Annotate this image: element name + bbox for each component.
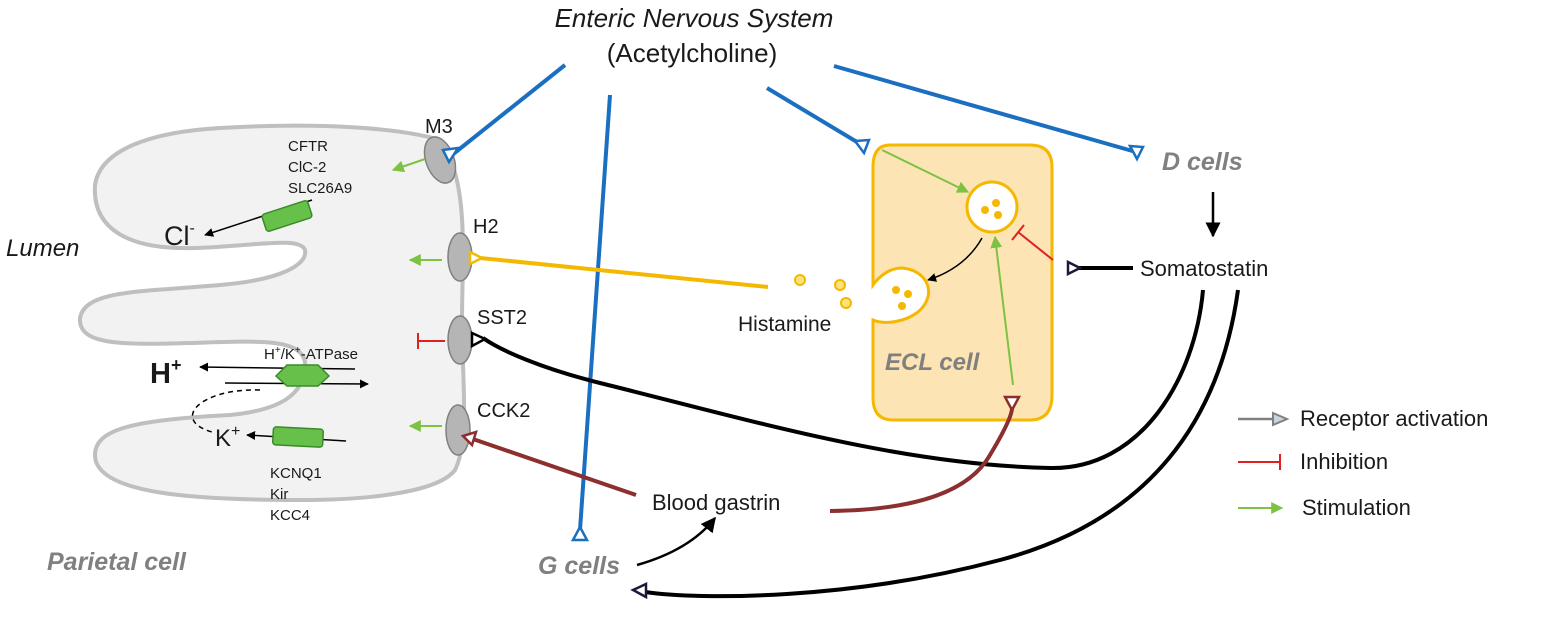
k-channel-transporter [271,426,325,448]
histamine-vesicle [965,180,1019,234]
atpase-transporter [274,364,331,387]
k-recycling-dashed-arrow [191,389,261,433]
legend-receptor-label: Receptor activation [1300,406,1488,431]
somatostatin-ecl-receptor-terminal [1066,259,1083,277]
vesicle-granule [981,206,989,214]
g-cells-to-gastrin-arrow [636,516,716,567]
m3-stimulation-arrow [391,158,426,173]
somatostatin-sst2-receptor-terminal [470,331,488,349]
legend-inhibition-label: Inhibition [1300,449,1388,474]
ecl-cell-label: ECL cell [885,349,981,376]
ach-to-m3-line [450,63,567,157]
released-histamine-granule [794,274,806,286]
somatostatin-to-sst2-line [481,289,1205,471]
histamine-label: Histamine [738,313,831,336]
m3-receptor-label: M3 [425,116,453,138]
ach-to-g-cells-line [578,94,612,531]
legend-receptor-terminal [1272,411,1290,427]
g-cells-label: G cells [538,552,620,580]
potassium-ion-label: K+ [215,423,240,452]
exocytosis-granule [904,290,912,298]
ecl-cell-body [871,143,1054,422]
gastrin-to-vesicle-stimulation [990,235,1014,386]
blood-gastrin-label: Blood gastrin [652,490,780,515]
cck2-receptor-label: CCK2 [477,400,530,422]
histamine-h2-receptor-terminal [468,249,485,267]
histamine-to-h2-line [479,256,769,289]
h2-receptor-label: H2 [473,216,499,238]
vesicle-to-exocytosis-arrow [927,237,983,282]
cl-channel-name: CFTR [288,138,328,155]
ach-to-d-cells-line [833,64,1137,154]
proton-ion-label: H+ [150,355,181,390]
d-cells-label: D cells [1162,148,1243,176]
exocytosis-granule [898,302,906,310]
gastrin-to-ecl-line [829,407,1014,513]
parietal-cell [77,123,467,503]
cl-channel-name: SLC26A9 [288,180,352,197]
ach-d-cells-receptor-terminal [1127,144,1145,162]
ach-to-ecl-line [765,86,864,147]
ach-m3-receptor-terminal [441,146,461,165]
gastrin-to-cck2-line [469,436,637,497]
vesicle-granule [994,211,1002,219]
ach-ecl-receptor-terminal [852,138,871,156]
ach-g-cells-receptor-terminal [570,524,590,542]
lumen-label: Lumen [6,235,79,262]
cl-channel-transporter [261,200,313,232]
ens-title: Enteric Nervous System [555,3,834,33]
released-histamine-granule [834,279,846,291]
parietal-cell-body [77,123,467,503]
k-channel-name: Kir [270,486,288,503]
receptor-sst2 [447,315,473,365]
cl-channel-name: ClC-2 [288,159,326,176]
sst2-receptor-label: SST2 [477,307,527,329]
chloride-ion-label: Cl- [164,220,195,251]
exocytosis-granule [892,286,900,294]
atpase-h-efflux-arrow [199,362,356,372]
receptor-cck2 [445,404,471,456]
k-channel-name: KCNQ1 [270,465,322,482]
somatostatin-ecl-inhibition-line [1017,231,1054,261]
receptor-h2 [447,232,473,282]
vesicle-granule [992,199,1000,207]
somatostatin-ecl-inhibition-bar [1011,224,1025,241]
legend: Receptor activation Inhibition Stimulati… [1238,406,1488,520]
atpase-label: H+/K+-ATPase [264,345,358,363]
ens-subtitle: (Acetylcholine) [607,38,778,68]
ecl-cell [871,143,1054,422]
somatostatin-g-cells-receptor-terminal [630,582,648,600]
parietal-cell-label: Parietal cell [47,548,187,576]
gastrin-ecl-receptor-terminal [1002,395,1022,413]
released-histamine-granule [840,297,852,309]
somatostatin-label: Somatostatin [1140,256,1268,281]
gastrin-cck2-receptor-terminal [460,430,478,448]
legend-stimulation-label: Stimulation [1302,495,1411,520]
ach-to-vesicle-stimulation [881,149,970,193]
somatostatin-to-g-cells-line [644,289,1240,599]
k-channel-name: KCC4 [270,507,310,524]
